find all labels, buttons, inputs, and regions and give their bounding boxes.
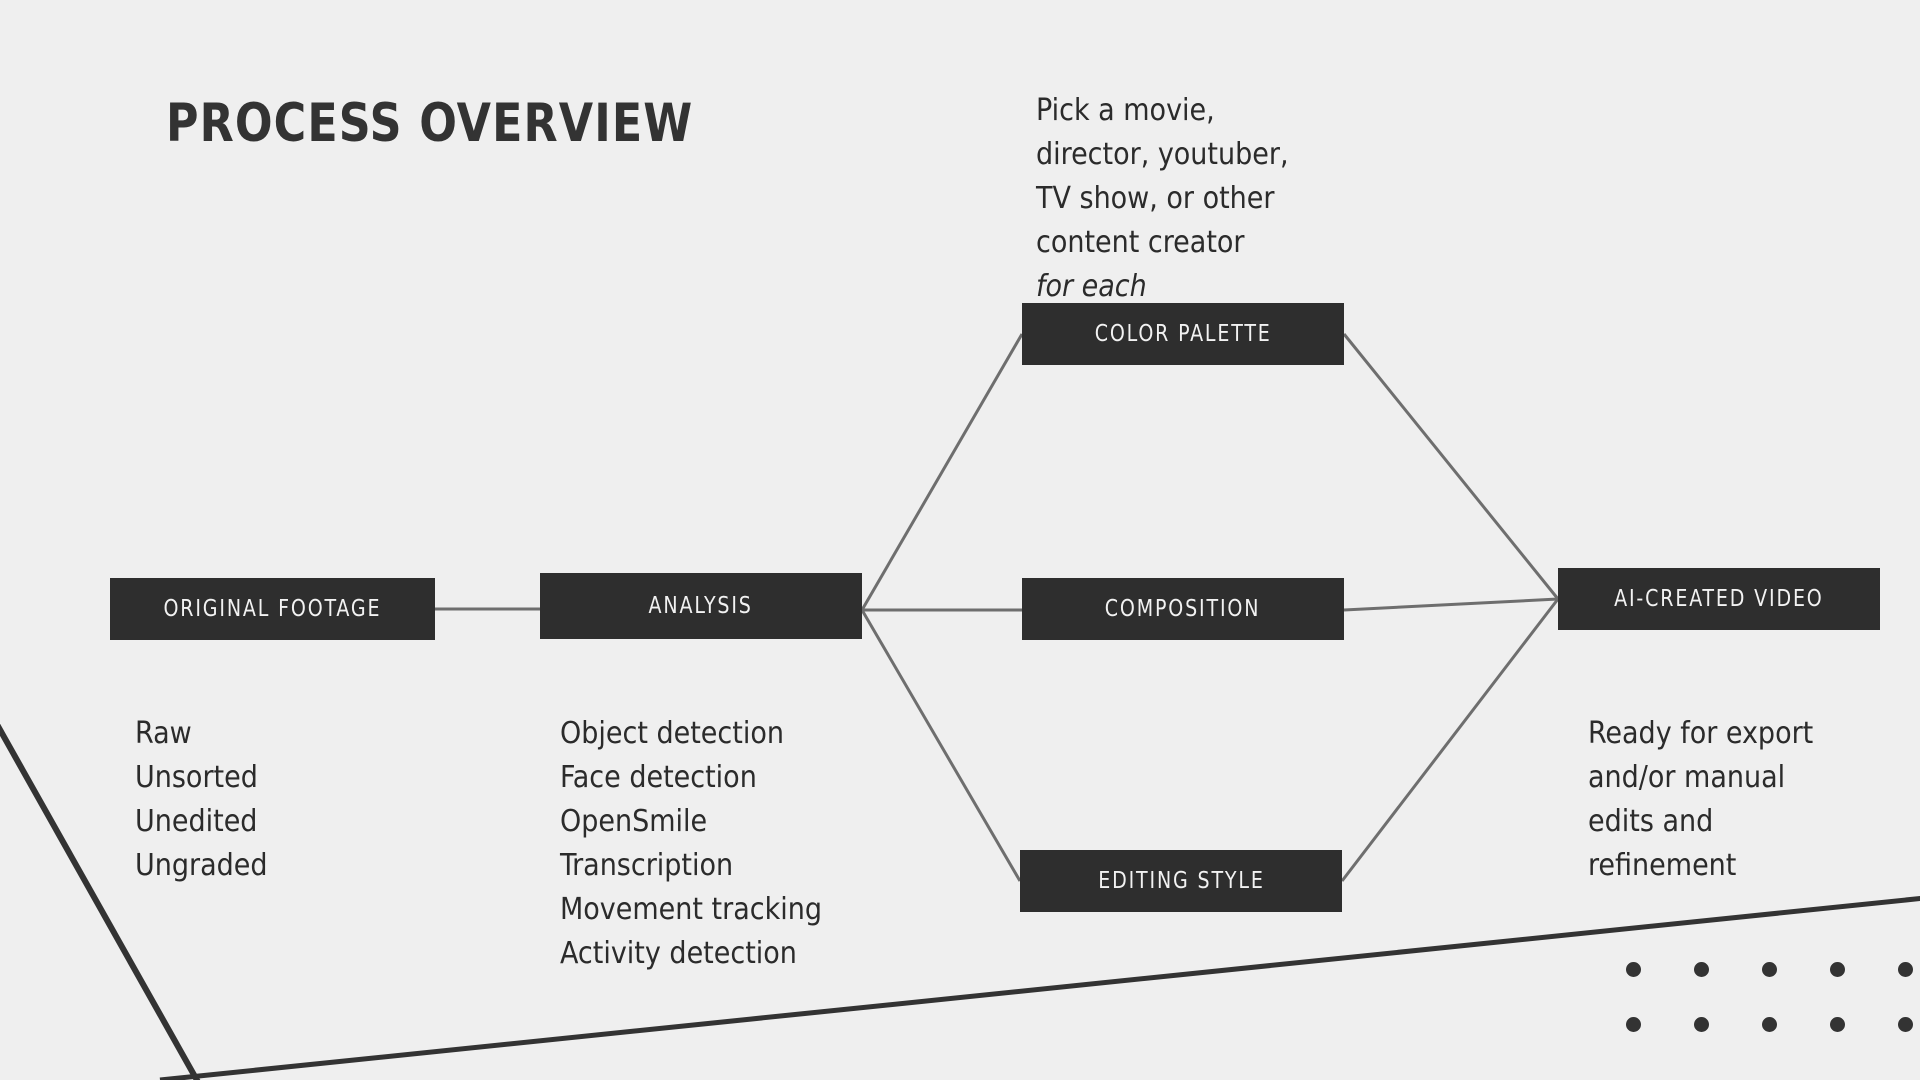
- node-analysis-label: ANALYSIS: [648, 593, 754, 619]
- dot: [1694, 962, 1709, 977]
- node-original-footage-label: ORIGINAL FOOTAGE: [163, 596, 382, 622]
- node-composition-label: COMPOSITION: [1105, 596, 1261, 622]
- callout-text: Pick a movie, director, youtuber, TV sho…: [1036, 93, 1289, 260]
- node-original-footage[interactable]: ORIGINAL FOOTAGE: [110, 578, 435, 640]
- node-analysis[interactable]: ANALYSIS: [540, 573, 862, 639]
- dot: [1626, 962, 1641, 977]
- details-analysis: Object detection Face detection OpenSmil…: [560, 716, 822, 971]
- node-color-palette-label: COLOR PALETTE: [1094, 321, 1272, 347]
- dot: [1830, 1017, 1845, 1032]
- callout-annotation: Pick a movie, director, youtuber, TV sho…: [1036, 45, 1336, 353]
- dot: [1898, 1017, 1913, 1032]
- dot: [1626, 1017, 1641, 1032]
- edge-composition-to-ai-video: [1343, 597, 1559, 612]
- dot: [1762, 962, 1777, 977]
- node-ai-created-video-label: AI-CREATED VIDEO: [1614, 586, 1824, 612]
- node-editing-style[interactable]: EDITING STYLE: [1020, 850, 1342, 912]
- edge-analysis-to-color-palette: [860, 333, 1024, 611]
- dot: [1830, 962, 1845, 977]
- node-ai-created-video[interactable]: AI-CREATED VIDEO: [1558, 568, 1880, 630]
- node-color-palette[interactable]: COLOR PALETTE: [1022, 303, 1344, 365]
- dot: [1762, 1017, 1777, 1032]
- node-editing-style-label: EDITING STYLE: [1097, 868, 1265, 894]
- dot-grid-decoration: [1626, 962, 1920, 1072]
- edge-editing-style-to-ai-video: [1340, 598, 1560, 882]
- node-composition[interactable]: COMPOSITION: [1022, 578, 1344, 640]
- edge-color-palette-to-ai-video: [1342, 333, 1560, 600]
- details-ai-created-video: Ready for export and/or manual edits and…: [1588, 716, 1814, 883]
- details-original-footage: Raw Unsorted Unedited Ungraded: [135, 716, 268, 883]
- dot: [1694, 1017, 1709, 1032]
- dot: [1898, 962, 1913, 977]
- page-title: PROCESS OVERVIEW: [166, 93, 694, 154]
- callout-emphasis: for each: [1036, 269, 1147, 304]
